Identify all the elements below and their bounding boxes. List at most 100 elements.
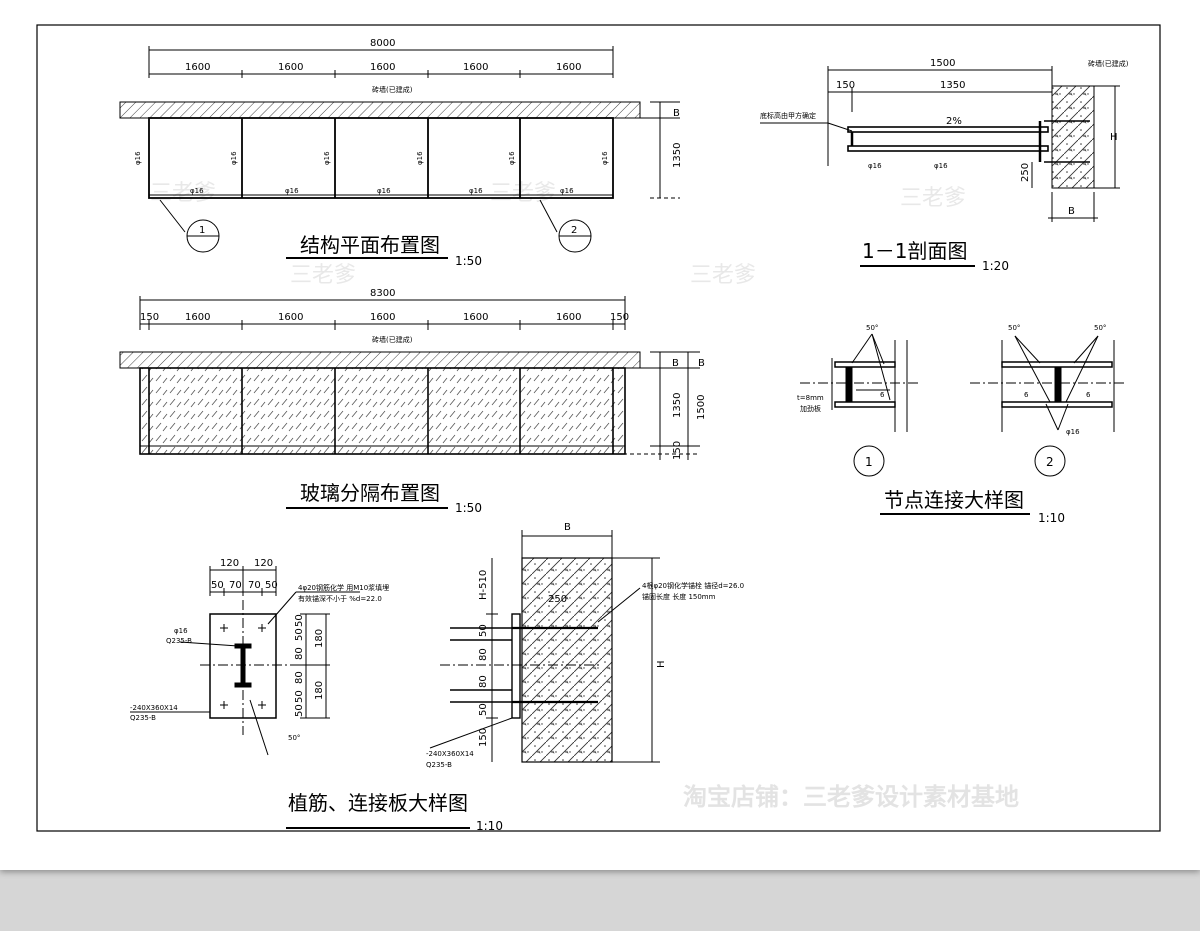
- plate-v-dim: 180: [314, 681, 325, 700]
- watermark: 三老爹: [150, 181, 216, 206]
- section-250: 250: [1020, 163, 1031, 182]
- glass-scale: 1:50: [455, 501, 482, 515]
- glass-total-dim: 8300: [370, 288, 395, 299]
- plate-spacing-dim: 50: [265, 580, 278, 591]
- glass-b-dim: B: [672, 358, 679, 369]
- section-bar: φ16: [868, 162, 882, 170]
- anchor-note-1: 4根φ20钢化学锚栓 锚径d=26.0: [642, 581, 744, 590]
- plate-v-dim: 80: [294, 671, 305, 684]
- section-total-dim: 1500: [930, 58, 955, 69]
- plate-v-dim: 50: [294, 704, 305, 717]
- node-detail-text: 50° 50° 50° 6 6 6 t=8mm 加劲板 φ16 1 2 节点连接…: [797, 324, 1106, 525]
- plan-depth-1350: 1350: [672, 143, 683, 168]
- plate-bar-label: φ16: [174, 627, 188, 635]
- plate-v-dim: 50: [294, 690, 305, 703]
- anchor-v-dim: 80: [478, 675, 489, 688]
- plate-width-dim: 120: [254, 558, 273, 569]
- plan-title: 结构平面布置图: [300, 233, 440, 257]
- section-1-1: [760, 66, 1120, 267]
- glass-wall-note: 砖墙(已建成): [372, 335, 413, 344]
- plate-size: -240X360X14: [130, 704, 178, 712]
- node-weld: 6: [1024, 391, 1029, 399]
- plate-spacing-dim: 70: [229, 580, 242, 591]
- plate-v-dim: 80: [294, 647, 305, 660]
- plate-width-dim: 120: [220, 558, 239, 569]
- shop-watermark: 淘宝店铺：三老爹设计素材基地: [683, 783, 1019, 811]
- section-bar: φ16: [934, 162, 948, 170]
- anchor-section: [429, 530, 660, 763]
- node-weld: 6: [1086, 391, 1091, 399]
- anchor-250: 250: [548, 594, 567, 605]
- glass-edge-dim: 150: [610, 312, 629, 323]
- plan-depth-b: B: [673, 108, 680, 119]
- plate-spacing-dim: 50: [211, 580, 224, 591]
- plan-bar-label: φ16: [285, 187, 299, 195]
- plate-spacing-dim: 70: [248, 580, 261, 591]
- glass-span-dim: 1600: [278, 312, 303, 323]
- plan-bar-label: φ16: [560, 187, 574, 195]
- plate-v-dim: 180: [314, 629, 325, 648]
- rebar-title: 植筋、连接板大样图: [288, 791, 468, 815]
- drawing-sheet: 三老爹 三老爹 三老爹 三老爹 三老爹 淘宝店铺：三老爹设计素材基地: [0, 0, 1200, 870]
- glass-1350-dim: 1350: [672, 393, 683, 418]
- node-scale: 1:10: [1038, 511, 1065, 525]
- section-scale: 1:20: [982, 259, 1009, 273]
- anchor-v-dim: 50: [478, 703, 489, 716]
- glass-span-dim: 1600: [463, 312, 488, 323]
- drawing-frame: [36, 24, 1161, 832]
- plan-span-dim: 1600: [185, 62, 210, 73]
- node-t-label: t=8mm: [797, 394, 824, 402]
- plate-material: Q235-B: [130, 714, 156, 722]
- plate-v-dim: 50: [294, 614, 305, 627]
- glass-span-dim: 1600: [556, 312, 581, 323]
- watermark: 三老爹: [900, 186, 966, 211]
- section-title: 1－1剖面图: [862, 239, 967, 263]
- plan-span-dim: 1600: [463, 62, 488, 73]
- section-h: H: [1110, 132, 1118, 143]
- anchor-section-text: B H-510 H 250 150 50 80 80 50 4根φ20钢化学锚栓…: [426, 522, 744, 769]
- watermark-group: 三老爹 三老爹 三老爹 三老爹 三老爹 淘宝店铺：三老爹设计素材基地: [150, 181, 1019, 811]
- plate-material: Q235-B: [166, 637, 192, 645]
- plan-bar-label: φ16: [508, 151, 516, 165]
- plan-bar-label: φ16: [230, 151, 238, 165]
- node-plate-label: 加劲板: [800, 404, 821, 413]
- node-1-marker: 1: [865, 455, 873, 469]
- glass-title: 玻璃分隔布置图: [300, 481, 440, 505]
- node-bar: φ16: [1066, 428, 1080, 436]
- anchor-h: H: [656, 660, 667, 668]
- structural-plan: [119, 46, 680, 259]
- node-angle: 50°: [1094, 324, 1106, 332]
- plan-scale: 1:50: [455, 254, 482, 268]
- plan-bar-label: φ16: [377, 187, 391, 195]
- glass-150-dim: 150: [672, 441, 683, 460]
- node-weld: 6: [880, 391, 885, 399]
- plate-detail-text: 120 120 50 70 70 50 4φ20钢筋化学 用M10浆填埋 有效锚…: [130, 558, 503, 833]
- node-title: 节点连接大样图: [884, 488, 1024, 512]
- plan-bar-label: φ16: [323, 151, 331, 165]
- structural-plan-text: 8000 1600 1600 1600 1600 1600 砖墙(已建成) B …: [134, 38, 683, 268]
- glass-b-dim: B: [698, 358, 705, 369]
- rebar-scale: 1:10: [476, 819, 503, 833]
- anchor-v-dim: 50: [478, 624, 489, 637]
- section-1-1-text: 1500 150 1350 砖墙(已建成) 底标高由甲方确定 2% φ16 φ1…: [760, 58, 1129, 273]
- plate-detail: [130, 566, 360, 756]
- plan-bar-label: φ16: [601, 151, 609, 165]
- plan-wall-note: 砖墙(已建成): [372, 85, 413, 94]
- plan-bar-label: φ16: [134, 151, 142, 165]
- plate-v-dim: 50: [294, 628, 305, 641]
- watermark: 三老爹: [290, 263, 356, 288]
- anchor-note-2: 锚固长度 长度 150mm: [642, 592, 716, 601]
- glass-edge-dim: 150: [140, 312, 159, 323]
- glass-layout-text: 8300 150 1600 1600 1600 1600 1600 150 砖墙…: [140, 288, 707, 515]
- section-b: B: [1068, 206, 1075, 217]
- anchor-v-dim: 80: [478, 648, 489, 661]
- anchor-plate: -240X360X14: [426, 750, 474, 758]
- node-detail: [800, 333, 1125, 515]
- plan-bar-label: φ16: [416, 151, 424, 165]
- plan-total-dim: 8000: [370, 38, 395, 49]
- watermark: 三老爹: [490, 181, 556, 206]
- glass-span-dim: 1600: [185, 312, 210, 323]
- anchor-material: Q235-B: [426, 761, 452, 769]
- watermark: 三老爹: [690, 263, 756, 288]
- section-right-dim: 1350: [940, 80, 965, 91]
